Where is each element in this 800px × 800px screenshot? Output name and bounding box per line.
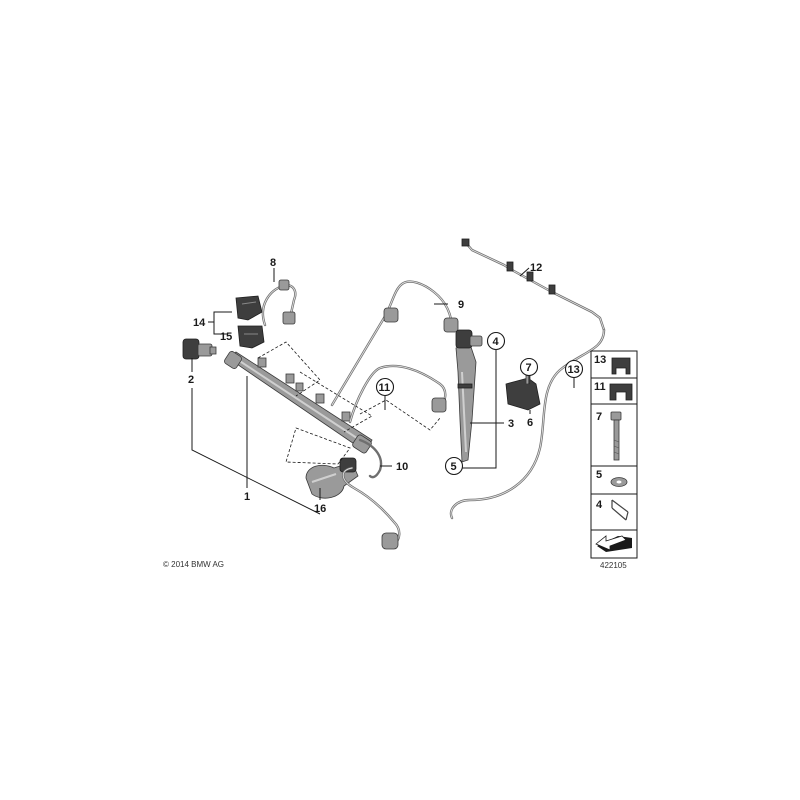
direction-arrow-icon: [595, 535, 632, 552]
pipe-clamp-part-14: [235, 295, 263, 321]
injection-pipe-part-10: [342, 364, 447, 550]
injector-harness-part-12: [461, 238, 606, 332]
callout-1: 1: [244, 491, 250, 503]
callout-7: 7: [526, 362, 532, 374]
parts-legend-panel: 13 11 7 5 4: [590, 350, 638, 559]
pipe-clamp-part-15: [237, 325, 265, 349]
callout-13: 13: [568, 364, 580, 376]
copyright-text: © 2014 BMW AG: [163, 560, 224, 569]
reference-lines: [257, 341, 441, 465]
fuel-injector-part-3: [455, 329, 483, 463]
fuel-rail-part-1: [224, 351, 373, 454]
injection-pipe-part-9: [330, 280, 459, 407]
callout-labels: 8 9 12 14 15 2 1 16 10 3 6 4 5 11 7 13: [188, 257, 584, 515]
washer-icon: [610, 477, 628, 487]
legend-label-4: 4: [596, 499, 603, 511]
callout-12: 12: [530, 262, 542, 274]
diagram-number: 422105: [600, 561, 627, 570]
callout-11: 11: [379, 382, 391, 394]
callout-3: 3: [508, 418, 514, 430]
legend-label-11: 11: [594, 381, 606, 393]
callout-10: 10: [396, 461, 408, 473]
callout-9: 9: [458, 299, 464, 311]
grommet-icon: [609, 383, 633, 401]
callout-14: 14: [193, 317, 206, 329]
legend-label-7: 7: [596, 411, 602, 423]
callout-4: 4: [493, 336, 500, 348]
fuel-pipe-part-8: [261, 279, 297, 327]
bolt-icon: [610, 411, 622, 461]
leader-lines: [191, 267, 575, 515]
callout-5: 5: [451, 461, 457, 473]
spring-clip-icon: [611, 499, 629, 521]
callout-16: 16: [314, 503, 326, 515]
rubber-mount-icon: [611, 357, 631, 375]
rail-pressure-sensor-part-2: [182, 338, 217, 360]
legend-label-13: 13: [594, 354, 606, 366]
pressure-valve-part-16: [305, 457, 359, 499]
return-hose-part-13: [449, 328, 606, 520]
callout-2: 2: [188, 374, 194, 386]
callout-8: 8: [270, 257, 276, 269]
legend-label-5: 5: [596, 469, 602, 481]
callout-6: 6: [527, 417, 533, 429]
injector-bracket-part-6: [505, 369, 541, 411]
callout-15: 15: [220, 331, 232, 343]
